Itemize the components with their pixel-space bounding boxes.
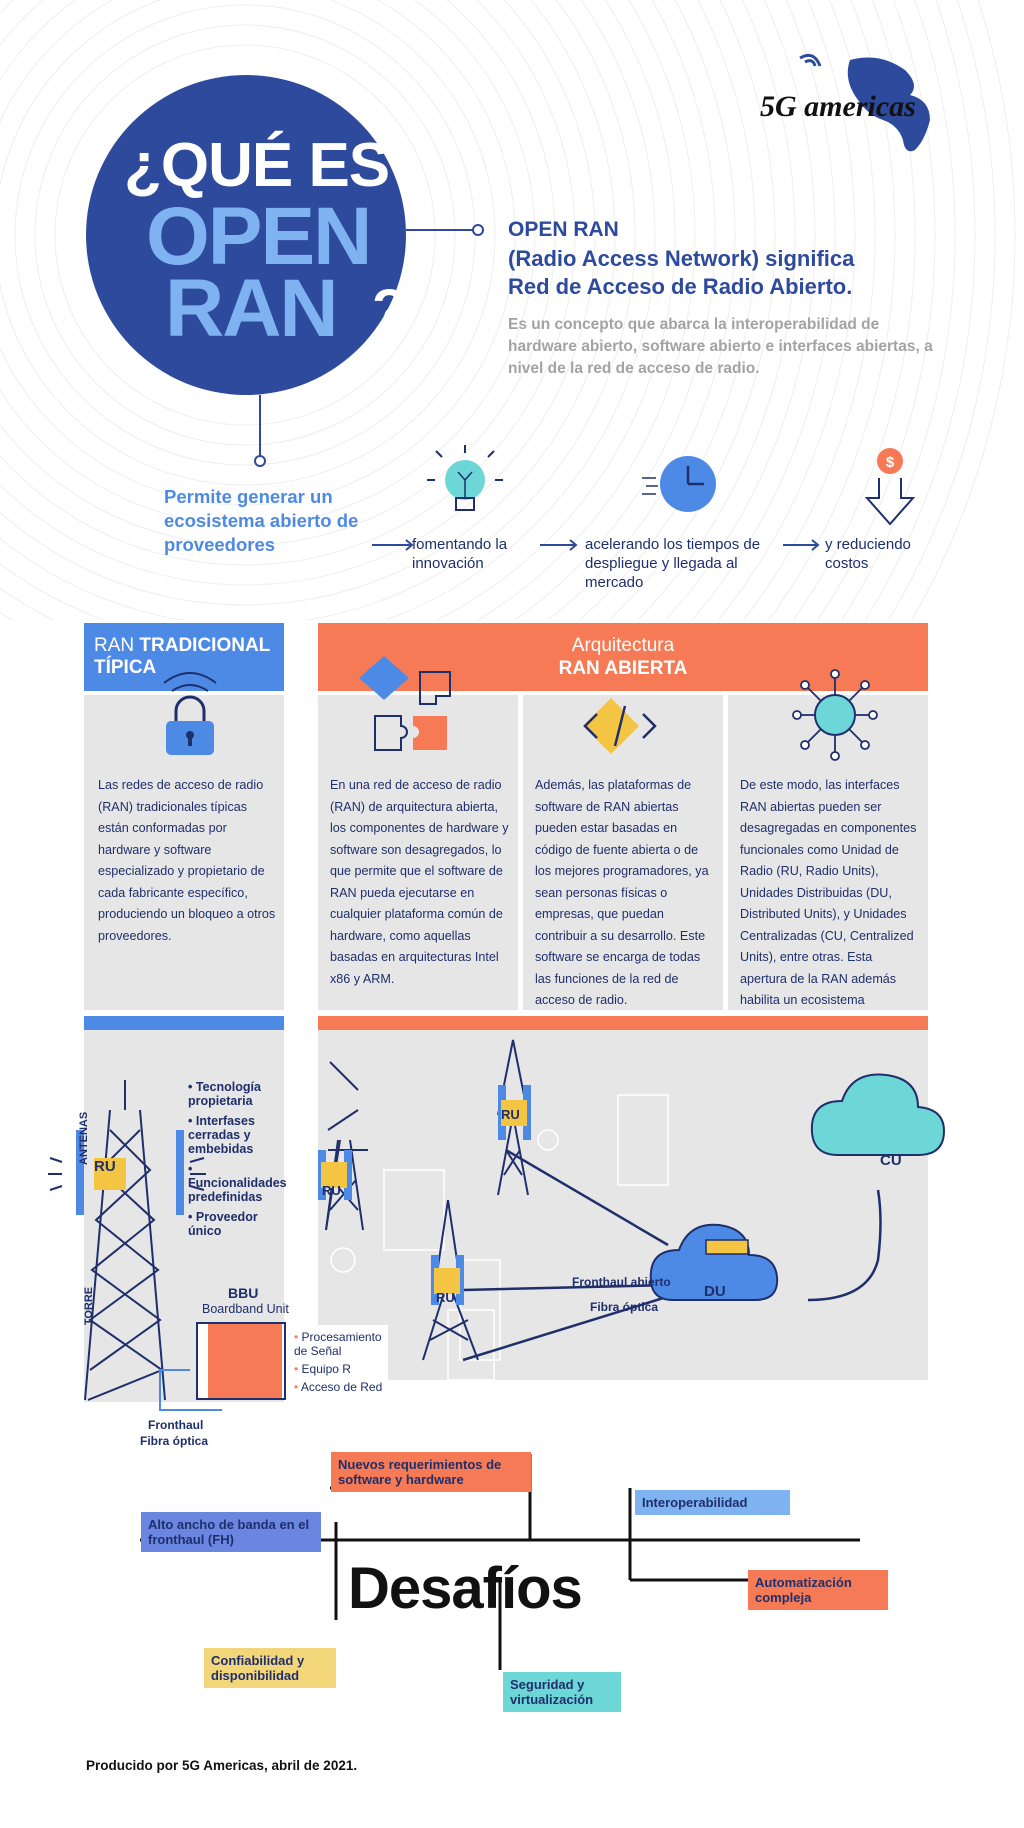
network-hub-icon [792,669,878,761]
bbu-module [208,1324,282,1398]
challenges-title: Desafíos [348,1556,583,1621]
code-icon [583,698,657,754]
bbu-item: • Equipo R [294,1362,351,1376]
hero-title-ran: RAN [165,263,339,354]
brand-logo: 5G americas [760,50,960,160]
ecosystem-intro: Permite generar un ecosistema abierto de… [164,486,359,555]
traditional-header: RAN TRADICIONAL TÍPICA [84,623,284,691]
open-panel-2 [523,695,723,1010]
bbu-box [196,1322,286,1400]
trad-bullet: • Funcionalidades predefinidas [188,1162,287,1204]
trad-bullet: • Proveedor único [188,1210,258,1238]
puzzle-icon [359,656,451,751]
definition-description: Es un concepto que abarca la interoperab… [508,316,933,377]
challenge-tag: Alto ancho de banda en el fronthaul (FH) [141,1512,321,1552]
open-diagram-bar [318,1016,928,1030]
bbu-subtitle: Boardband Unit [202,1302,289,1316]
hero-title-open: OPEN [146,191,372,282]
lock-icon [163,672,217,755]
footer-credit: Producido por 5G Americas, abril de 2021… [86,1758,358,1773]
open-arch-header: Arquitectura RAN ABIERTA [318,623,928,691]
open-link-label-2: Fibra óptica [590,1300,659,1314]
definition-line-2: Red de Acceso de Radio Abierto. [508,274,853,299]
open-arch-header-light: Arquitectura [571,635,675,656]
svg-text:$: $ [886,454,895,471]
open-text-2: Además, las plataformas de software de R… [535,778,709,1007]
traditional-diagram-bar [84,1016,284,1030]
open-network-diagram [318,1039,946,1380]
challenge-tag: Seguridad y virtualización [503,1672,621,1712]
logo-text: 5G americas [760,90,916,123]
bbu-item: • Procesamiento de Señal [294,1330,382,1358]
open-ru-label-2: RU [322,1183,341,1198]
open-ru-label-1: RU [501,1107,520,1122]
trad-ru-label: RU [94,1158,116,1175]
open-text-3: De este modo, las interfaces RAN abierta… [740,778,919,1050]
traditional-header-bold: TRADICIONAL TÍPICA [94,635,270,678]
ecosystem-arrows [372,539,820,551]
trad-fronthaul-1: Fronthaul [148,1418,204,1432]
hero-title-question-mark: ? [372,277,407,340]
open-diagram-panel [318,1030,928,1380]
definition-line-1: (Radio Access Network) significa [508,246,855,271]
lightbulb-icon [427,445,503,511]
trad-fronthaul-2: Fibra óptica [140,1434,209,1448]
traditional-tower-diagram [48,1080,222,1411]
open-text-1: En una red de acceso de radio (RAN) de a… [330,778,509,986]
background-rings [0,0,1016,620]
cu-label: CU [880,1152,902,1169]
open-link-label-1: Fronthaul abierto [572,1275,671,1289]
definition-title: OPEN RAN [508,218,619,241]
challenge-tag: Confiabilidad y disponibilidad [204,1648,336,1688]
torre-label: TORRE [83,1286,96,1326]
clock-icon [642,456,716,512]
bbu-items: • Procesamiento de Señal • Equipo R • Ac… [294,1330,389,1394]
ecosystem-step-3: y reduciendo costos [825,536,911,572]
challenge-tag: Automatización compleja [748,1570,888,1610]
trad-bullets: • Tecnología propietaria • Interfases ce… [188,1080,288,1238]
du-label: DU [704,1283,726,1300]
open-ru-label-3: RU [436,1290,455,1305]
ecosystem-step-2: acelerando los tiempos de despliegue y l… [585,536,761,591]
ecosystem-step-1: fomentando la innovación [412,536,508,572]
traditional-text: Las redes de acceso de radio (RAN) tradi… [98,778,276,943]
challenge-tag: Nuevos requerimientos de software y hard… [331,1452,531,1492]
bbu-items-box [288,1325,388,1395]
cost-down-arrow-icon: $ [864,448,916,526]
challenge-tag: Interoperabilidad [635,1490,790,1515]
traditional-header-light: RAN [94,635,135,656]
bbu-title: BBU [228,1285,259,1301]
trad-bullet: • Interfases cerradas y embebidas [188,1114,255,1156]
hero-circle [86,75,406,395]
hero-connectors [254,224,484,467]
open-arch-header-bold: RAN ABIERTA [558,658,688,679]
bbu-item: • Acceso de Red [294,1380,383,1394]
open-panel-3 [728,695,928,1010]
trad-bullet: • Tecnología propietaria [188,1080,261,1108]
antenas-label: ANTENAS [78,1112,90,1165]
hero-title-question: ¿QUÉ ES [124,131,390,200]
americas-map-icon [799,53,930,152]
